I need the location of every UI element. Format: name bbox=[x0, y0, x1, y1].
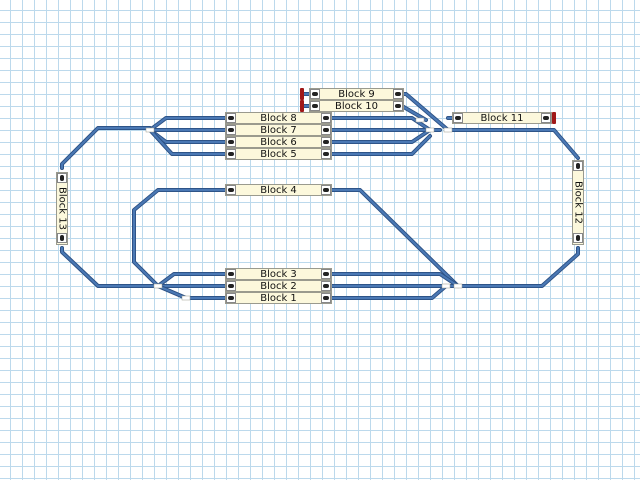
signal-icon[interactable] bbox=[226, 293, 236, 303]
signal-icon[interactable] bbox=[226, 269, 236, 279]
signal-icon[interactable] bbox=[310, 101, 320, 111]
switch-icon[interactable] bbox=[415, 117, 425, 123]
signal-icon[interactable] bbox=[321, 113, 331, 123]
block-10[interactable]: Block 10 bbox=[309, 100, 404, 112]
block-label: Block 10 bbox=[335, 100, 378, 112]
switch-icon[interactable] bbox=[453, 283, 463, 289]
signal-icon[interactable] bbox=[310, 89, 320, 99]
block-label: Block 11 bbox=[480, 112, 524, 124]
signal-icon[interactable] bbox=[393, 89, 403, 99]
block-6[interactable]: Block 6 bbox=[225, 136, 332, 148]
track-segment bbox=[132, 188, 460, 288]
switch-icon[interactable] bbox=[443, 127, 453, 133]
switch-icon[interactable] bbox=[441, 283, 451, 289]
block-label: Block 2 bbox=[260, 280, 297, 292]
block-label: Block 12 bbox=[572, 181, 584, 224]
signal-icon[interactable] bbox=[226, 113, 236, 123]
block-3[interactable]: Block 3 bbox=[225, 268, 332, 280]
block-label: Block 1 bbox=[260, 292, 297, 304]
block-4[interactable]: Block 4 bbox=[225, 184, 332, 196]
block-label: Block 5 bbox=[260, 148, 297, 160]
buffer-stop-icon bbox=[552, 112, 556, 124]
signal-icon[interactable] bbox=[573, 161, 583, 171]
signal-icon[interactable] bbox=[453, 113, 463, 123]
track-segment bbox=[446, 128, 580, 160]
signal-icon[interactable] bbox=[541, 113, 551, 123]
signal-icon[interactable] bbox=[321, 269, 331, 279]
block-label: Block 6 bbox=[260, 136, 297, 148]
signal-icon[interactable] bbox=[321, 293, 331, 303]
switch-icon[interactable] bbox=[181, 295, 191, 301]
signal-icon[interactable] bbox=[321, 137, 331, 147]
switch-icon[interactable] bbox=[153, 283, 163, 289]
signal-icon[interactable] bbox=[573, 233, 583, 243]
signal-icon[interactable] bbox=[226, 137, 236, 147]
block-label: Block 9 bbox=[338, 88, 375, 100]
track-segment bbox=[60, 246, 160, 288]
block-11[interactable]: Block 11 bbox=[452, 112, 552, 124]
track-segment bbox=[456, 246, 580, 288]
signal-icon[interactable] bbox=[226, 125, 236, 135]
block-1[interactable]: Block 1 bbox=[225, 292, 332, 304]
signal-icon[interactable] bbox=[226, 185, 236, 195]
signal-icon[interactable] bbox=[321, 125, 331, 135]
signal-icon[interactable] bbox=[321, 185, 331, 195]
block-label: Block 3 bbox=[260, 268, 297, 280]
signal-icon[interactable] bbox=[226, 149, 236, 159]
switch-icon[interactable] bbox=[425, 127, 435, 133]
block-5[interactable]: Block 5 bbox=[225, 148, 332, 160]
track-segment bbox=[60, 126, 152, 170]
buffer-stop-icon bbox=[300, 88, 304, 100]
signal-icon[interactable] bbox=[57, 173, 67, 183]
buffer-stop-icon bbox=[300, 100, 304, 112]
block-label: Block 4 bbox=[260, 184, 297, 196]
block-label: Block 13 bbox=[56, 187, 68, 230]
signal-icon[interactable] bbox=[57, 233, 67, 243]
track-segment bbox=[456, 246, 580, 288]
block-7[interactable]: Block 7 bbox=[225, 124, 332, 136]
block-9[interactable]: Block 9 bbox=[309, 88, 404, 100]
signal-icon[interactable] bbox=[321, 281, 331, 291]
block-2[interactable]: Block 2 bbox=[225, 280, 332, 292]
signal-icon[interactable] bbox=[321, 149, 331, 159]
switch-icon[interactable] bbox=[145, 127, 155, 133]
signal-icon[interactable] bbox=[393, 101, 403, 111]
block-label: Block 7 bbox=[260, 124, 297, 136]
signal-icon[interactable] bbox=[226, 281, 236, 291]
block-8[interactable]: Block 8 bbox=[225, 112, 332, 124]
block-label: Block 8 bbox=[260, 112, 297, 124]
track-segment bbox=[60, 126, 152, 170]
